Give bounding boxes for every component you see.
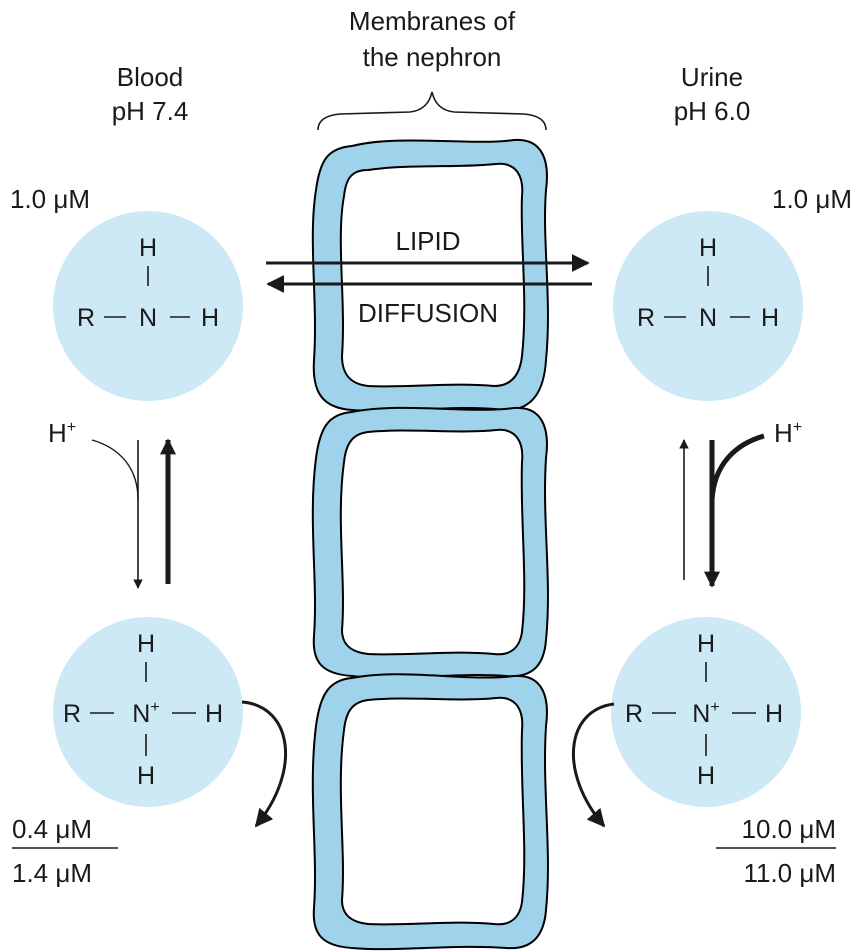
atom-h-right: H — [201, 304, 219, 332]
blood-ionized-circle — [53, 617, 243, 807]
atom-n-plus: N+ — [692, 699, 719, 728]
atom-n: N — [139, 304, 157, 332]
urine-total-concentration: 11.0 μM — [743, 858, 836, 888]
atom-n-plus: N+ — [132, 699, 159, 728]
urine-ionized-curved-arrow — [572, 702, 615, 828]
atom-r: R — [637, 304, 655, 332]
blood-proton-label: H+ — [48, 418, 76, 448]
atom-h-top: H — [137, 630, 155, 658]
blood-ionized-concentration: 0.4 μM — [12, 814, 92, 844]
urine-ionized-circle — [611, 617, 801, 807]
blood-ionized-curved-arrow — [241, 700, 288, 828]
blood-neutral-molecule: H R N H — [53, 211, 243, 401]
urine-neutral-concentration: 1.0 μM — [772, 184, 852, 214]
urine-proton-label: H+ — [774, 418, 802, 448]
urine-ionized-concentration: 10.0 μM — [742, 814, 836, 844]
urine-ionized-molecule: H R N+ H H — [611, 617, 801, 807]
atom-h-bottom: H — [697, 762, 715, 790]
atom-h-right: H — [761, 304, 779, 332]
atom-r: R — [63, 700, 81, 728]
diffusion-label-lipid: LIPID — [395, 226, 460, 256]
blood-ionized-molecule: H R N+ H H — [53, 617, 243, 807]
urine-neutral-circle — [613, 211, 803, 401]
atom-h-top: H — [697, 630, 715, 658]
blood-proton-curve — [91, 439, 139, 501]
blood-label: Blood — [117, 62, 184, 92]
urine-label: Urine — [681, 62, 743, 92]
membrane-cell-bottom — [311, 673, 549, 951]
membrane-cell-top — [311, 138, 549, 412]
atom-r: R — [625, 700, 643, 728]
blood-ph-label: pH 7.4 — [112, 96, 189, 126]
urine-ph-label: pH 6.0 — [674, 96, 751, 126]
atom-h-top: H — [139, 234, 157, 262]
atom-h-bottom: H — [137, 762, 155, 790]
blood-neutral-circle — [53, 211, 243, 401]
urine-proton-curve — [709, 433, 765, 501]
diffusion-label-diffusion: DIFFUSION — [358, 298, 498, 328]
blood-total-concentration: 1.4 μM — [12, 858, 92, 888]
blood-neutral-concentration: 1.0 μM — [10, 184, 90, 214]
atom-h-right: H — [765, 700, 783, 728]
membranes-label-line1: Membranes of — [349, 6, 516, 36]
atom-h-top: H — [699, 234, 717, 262]
membranes-label-line2: the nephron — [363, 42, 502, 72]
urine-neutral-molecule: H R N H — [613, 211, 803, 401]
atom-r: R — [77, 304, 95, 332]
nephron-membrane — [311, 138, 549, 951]
atom-n: N — [699, 304, 717, 332]
atom-h-right: H — [205, 700, 223, 728]
membrane-cell-middle — [311, 406, 549, 679]
membranes-brace — [317, 91, 547, 131]
